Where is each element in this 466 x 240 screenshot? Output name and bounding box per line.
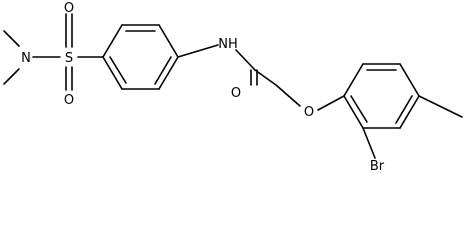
- atom-label-o-carbonyl: O: [231, 86, 241, 101]
- ring2-bond-1: [343, 63, 364, 97]
- bond-o-ring: [317, 95, 345, 111]
- atom-label-o-sulfonyl-top: O: [64, 1, 74, 16]
- bond-ch2-o: [275, 84, 301, 107]
- bond-nh-carbonyl: [235, 49, 256, 71]
- chemical-structure: N S O O NH O O Br: [3, 1, 463, 174]
- bond-methyl-n-upper: [3, 30, 20, 47]
- ring1-bond-3: [158, 24, 179, 58]
- atom-label-nh: NH: [218, 37, 238, 52]
- atom-label-s: S: [65, 51, 73, 66]
- ring1-inner-2: [154, 56, 172, 85]
- ring2-bond-3: [399, 63, 420, 97]
- ring2-bond-4: [399, 95, 420, 129]
- structure-canvas: N S O O NH O O Br: [3, 1, 463, 174]
- bond-methyl-n-lower: [3, 68, 20, 85]
- ring1-inner-3: [109, 56, 127, 84]
- ring1-bond-4: [158, 56, 179, 90]
- atom-label-n-sulfonamide: N: [21, 51, 31, 66]
- bond-carbonyl-ch2: [254, 69, 277, 86]
- atom-label-o-sulfonyl-bottom: O: [64, 93, 74, 108]
- atom-label-o-ether: O: [304, 105, 314, 120]
- ring1-bond-1: [102, 24, 123, 58]
- atom-label-br: Br: [370, 159, 385, 174]
- bond-ring-methyl: [418, 95, 463, 118]
- ring1-bond-6: [102, 56, 123, 90]
- ring2-inner-3: [350, 95, 368, 123]
- ring2-inner-2: [395, 95, 413, 124]
- bond-ring-br: [362, 127, 376, 159]
- bond-ring-nh: [177, 44, 219, 58]
- ring2-bond-6: [343, 95, 364, 129]
